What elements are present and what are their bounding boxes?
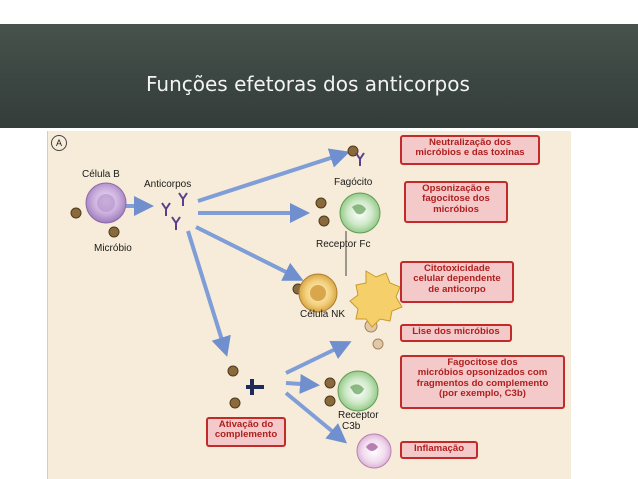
phagocyte-label: Fagócito [334,177,373,188]
nk-cell-label: Célula NK [300,309,346,320]
complement-phagocytosis-box: Fagocitose dos micróbios opsonizados com… [400,355,565,409]
b-cell-label: Célula B [82,169,120,180]
microbe-icons [70,145,359,409]
adcc-box: Citotoxicidade celular dependente de ant… [400,261,514,303]
panel-letter: A [51,135,67,151]
nk-cell [298,273,338,313]
slide-title: Funções efetoras dos anticorpos [146,72,470,96]
c3b-receptor-label-line2: C3b [342,421,361,432]
slide-top-margin [0,0,638,24]
c3b-phagocyte-cell [337,370,379,412]
arrows [126,148,352,444]
arrow-to-lysis [285,340,352,375]
arrow-to-adcc [195,225,304,281]
slide-header: Funções efetoras dos anticorpos [0,24,638,128]
b-cell [85,182,127,224]
complement-activation-box: Ativação do complemento [206,417,286,447]
microbe-label: Micróbio [94,243,132,254]
diagram-artwork [70,145,403,469]
antibody-icons [161,152,365,230]
target-cell [349,270,403,328]
inflammation-cell [356,433,392,469]
arrow-to-c3b [285,373,320,394]
arrow-to-complement [186,230,231,357]
opsonization-box: Opsonização e fagocitose dos micróbios [404,181,508,223]
antibody-functions-figure: A Célula B Anticorpos Micróbio Fagócito … [47,131,571,479]
fc-receptor-label: Receptor Fc [316,239,371,250]
neutralization-box: Neutralização dos micróbios e das toxina… [400,135,540,165]
antibodies-label: Anticorpos [144,179,192,190]
phagocyte-cell [339,192,381,234]
complement-antibody [246,379,264,395]
arrow-to-neutralization [197,148,350,203]
arrow-to-inflammation [284,391,348,444]
c3b-receptor-label-line1: Receptor [338,410,379,421]
inflammation-box: Inflamação [400,441,478,459]
lysis-box: Lise dos micróbios [400,324,512,342]
